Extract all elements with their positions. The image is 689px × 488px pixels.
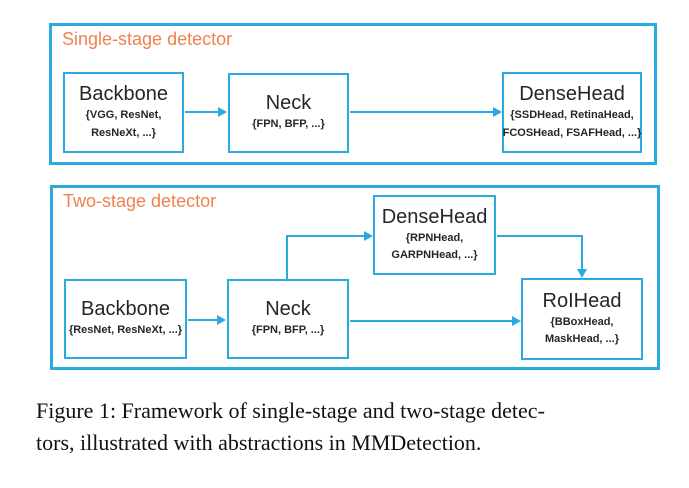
arrowhead-icon (512, 316, 521, 326)
single-stage-backbone-node: Backbone {VGG, ResNet, ResNeXt, ...} (63, 72, 184, 153)
connector-to-densehead-segment (286, 235, 366, 237)
connector-down-to-roihead-segment (581, 235, 583, 271)
node-subtext-line: {SSDHead, RetinaHead, (510, 109, 634, 122)
node-subtext-line: {VGG, ResNet, (85, 109, 162, 122)
node-subtext-line: GARPNHead, ...} (391, 249, 478, 261)
node-subtext-line: {FPN, BFP, ...} (251, 324, 325, 337)
connector-neck-up-segment (286, 236, 288, 279)
two-stage-neck-node: Neck {FPN, BFP, ...} (227, 279, 349, 359)
arrowhead-icon (493, 107, 502, 117)
node-subtext-line: {BBoxHead, (550, 315, 614, 328)
node-title: Neck (265, 298, 311, 321)
single-stage-densehead-node: DenseHead {SSDHead, RetinaHead, FCOSHead… (502, 72, 642, 153)
node-subtext-line: {ResNet, ResNeXt, ...} (68, 324, 183, 337)
two-stage-panel-title: Two-stage detector (63, 191, 217, 211)
two-stage-densehead-node: DenseHead {RPNHead, GARPNHead, ...} (373, 195, 496, 275)
node-subtext-line: MaskHead, ...} (545, 333, 619, 345)
arrowhead-icon (577, 269, 587, 278)
node-title: Backbone (81, 298, 170, 321)
single-stage-neck-node: Neck {FPN, BFP, ...} (228, 73, 349, 153)
two-stage-roihead-node: RoIHead {BBoxHead, MaskHead, ...} (521, 278, 643, 360)
node-title: DenseHead (381, 205, 488, 228)
single-stage-panel-title: Single-stage detector (62, 29, 233, 49)
arrow-line-backbone-to-neck (185, 111, 222, 113)
arrowhead-icon (217, 315, 226, 325)
arrowhead-icon (218, 107, 227, 117)
node-subtext-line: ResNeXt, ...} (91, 126, 156, 139)
arrowhead-icon (364, 231, 373, 241)
arrow-line-neck-to-roihead (350, 320, 515, 322)
node-subtext-line: {RPNHead, (405, 231, 464, 244)
connector-densehead-right-segment (497, 235, 583, 237)
two-stage-backbone-node: Backbone {ResNet, ResNeXt, ...} (64, 279, 187, 359)
arrow-line-backbone-to-neck-2 (188, 319, 222, 321)
caption-line-1: Figure 1: Framework of single-stage and … (36, 398, 545, 423)
node-subtext-line: FCOSHead, FSAFHead, ...} (502, 126, 642, 139)
arrow-line-neck-to-densehead (350, 111, 495, 113)
node-title: RoIHead (542, 289, 622, 312)
node-title: Backbone (79, 83, 168, 106)
node-title: Neck (265, 92, 312, 115)
node-title: DenseHead (519, 83, 625, 106)
caption-line-2: tors, illustrated with abstractions in M… (36, 430, 482, 455)
node-subtext-line: {FPN, BFP, ...} (252, 118, 325, 131)
figure-caption: Figure 1: Framework of single-stage and … (36, 395, 666, 459)
